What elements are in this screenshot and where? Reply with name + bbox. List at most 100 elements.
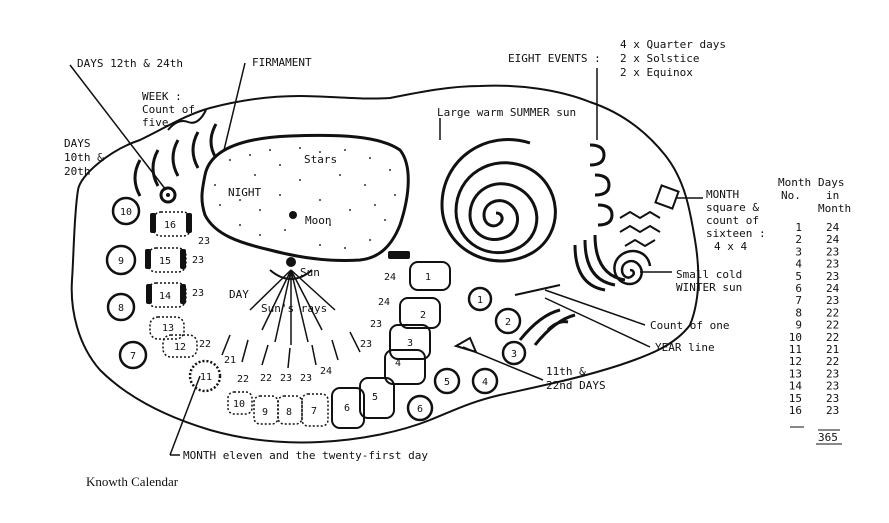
label-days-10-20-2: 10th &	[64, 151, 104, 164]
table-month-no: 15	[789, 392, 802, 405]
table-days-in-month: 24	[826, 221, 840, 234]
right-month-boxes	[384, 261, 451, 385]
label-days-10-20-1: DAYS	[64, 137, 91, 150]
label-days-10-20-3: 20th	[64, 165, 91, 178]
right-circle-3: 3	[511, 349, 517, 360]
bottom-count-5: 24	[320, 366, 332, 377]
table-days-in-month: 23	[826, 294, 839, 307]
zigzag-marks	[619, 210, 661, 248]
bottom-count-3: 23	[280, 373, 292, 384]
label-summer-sun: Large warm SUMMER sun	[437, 106, 576, 119]
label-month-square-4: sixteen :	[706, 227, 766, 240]
inner-month-boxes	[147, 211, 198, 358]
right-circle-6: 6	[417, 404, 423, 415]
inner-count-4: 22	[199, 339, 211, 350]
right-month-2: 2	[420, 310, 426, 321]
inner-count-5: 21	[224, 355, 236, 366]
table-days-in-month: 23	[826, 245, 839, 258]
table-month-no: 12	[789, 355, 802, 368]
table-days-in-month: 22	[826, 355, 839, 368]
label-week-2: Count of	[142, 103, 195, 116]
stars-dots	[214, 147, 396, 249]
table-month-no: 1	[795, 221, 802, 234]
label-stars: Stars	[304, 153, 337, 166]
table-days-in-month: 23	[826, 258, 839, 271]
table-header-month-1: Month	[778, 176, 811, 189]
week-squiggle	[167, 109, 207, 131]
label-week-3: five	[142, 116, 169, 129]
outer-month-9: 9	[118, 256, 124, 267]
label-days-11-22-1: 11th &	[546, 365, 586, 378]
right-month-4: 4	[395, 358, 401, 369]
inner-count-3: 23	[192, 288, 204, 299]
right-count-4: 23	[360, 339, 372, 350]
eight-events-marks	[589, 143, 614, 227]
outer-month-10: 10	[120, 207, 132, 218]
inner-month-14: 14	[159, 291, 171, 302]
table-days-in-month: 23	[826, 404, 839, 417]
table-header-days-2: in	[826, 189, 839, 202]
label-month-square-3: count of	[706, 214, 759, 227]
label-solstice: 2 x Solstice	[620, 52, 699, 65]
label-winter-sun-1: Small cold	[676, 268, 742, 281]
table-header-days-3: Month	[818, 202, 851, 215]
table-days-in-month: 22	[826, 306, 839, 319]
inner-month-15: 15	[159, 256, 171, 267]
label-eight-events: EIGHT EVENTS :	[508, 52, 601, 65]
table-month-no: 3	[795, 245, 802, 258]
table-days-in-month: 22	[826, 331, 839, 344]
outer-month-11: 11	[200, 372, 212, 383]
sun-half	[269, 269, 313, 280]
triangle-mark	[453, 336, 478, 354]
table-days-in-month: 24	[826, 282, 840, 295]
year-line	[514, 284, 561, 296]
table-days-in-month: 22	[826, 319, 839, 332]
inner-month-13: 13	[162, 323, 174, 334]
table-header-month-2: No.	[781, 189, 801, 202]
year-line-marks	[518, 308, 576, 346]
outer-month-circles	[105, 196, 222, 393]
label-winter-sun-2: WINTER sun	[676, 281, 742, 294]
table-days-in-month: 21	[826, 343, 839, 356]
label-month-square-2: square &	[706, 201, 759, 214]
inner-count-2: 23	[192, 255, 204, 266]
label-week-1: WEEK :	[142, 90, 182, 103]
table-month-no: 7	[795, 294, 802, 307]
label-firmament: FIRMAMENT	[252, 56, 312, 69]
label-moon: Moon	[305, 214, 332, 227]
label-quarter-days: 4 x Quarter days	[620, 38, 726, 51]
table-month-no: 9	[795, 319, 802, 332]
stick-mark	[388, 251, 410, 259]
inner-month-16: 16	[164, 220, 176, 231]
bottom-month-6: 6	[344, 403, 350, 414]
table-month-no: 6	[795, 282, 802, 295]
bottom-month-8: 8	[286, 407, 292, 418]
outer-month-8: 8	[118, 303, 124, 314]
table-days-in-month: 24	[826, 233, 840, 246]
bottom-count-2: 22	[260, 373, 272, 384]
moon-mark	[289, 211, 297, 219]
bottom-month-7: 7	[311, 406, 317, 417]
right-count-1: 24	[384, 272, 396, 283]
label-equinox: 2 x Equinox	[620, 66, 693, 79]
caption: Knowth Calendar	[86, 474, 179, 489]
outer-month-7: 7	[130, 351, 136, 362]
leader-lines	[69, 62, 703, 456]
bottom-month-boxes	[227, 391, 329, 427]
right-month-3: 3	[407, 338, 413, 349]
table-total: 365	[818, 431, 838, 444]
table-days-in-month: 23	[826, 380, 839, 393]
table-month-no: 4	[795, 258, 802, 271]
right-circle-4: 4	[482, 377, 488, 388]
bottom-count-4: 23	[300, 373, 312, 384]
month-square	[654, 184, 680, 210]
crescent-marks	[133, 123, 218, 197]
inner-month-12: 12	[174, 342, 186, 353]
sun-mark	[286, 257, 296, 267]
right-month-1: 1	[425, 272, 431, 283]
label-night: NIGHT	[228, 186, 261, 199]
label-suns-rays: Sun's rays	[261, 302, 327, 315]
firmament-region	[200, 133, 410, 262]
